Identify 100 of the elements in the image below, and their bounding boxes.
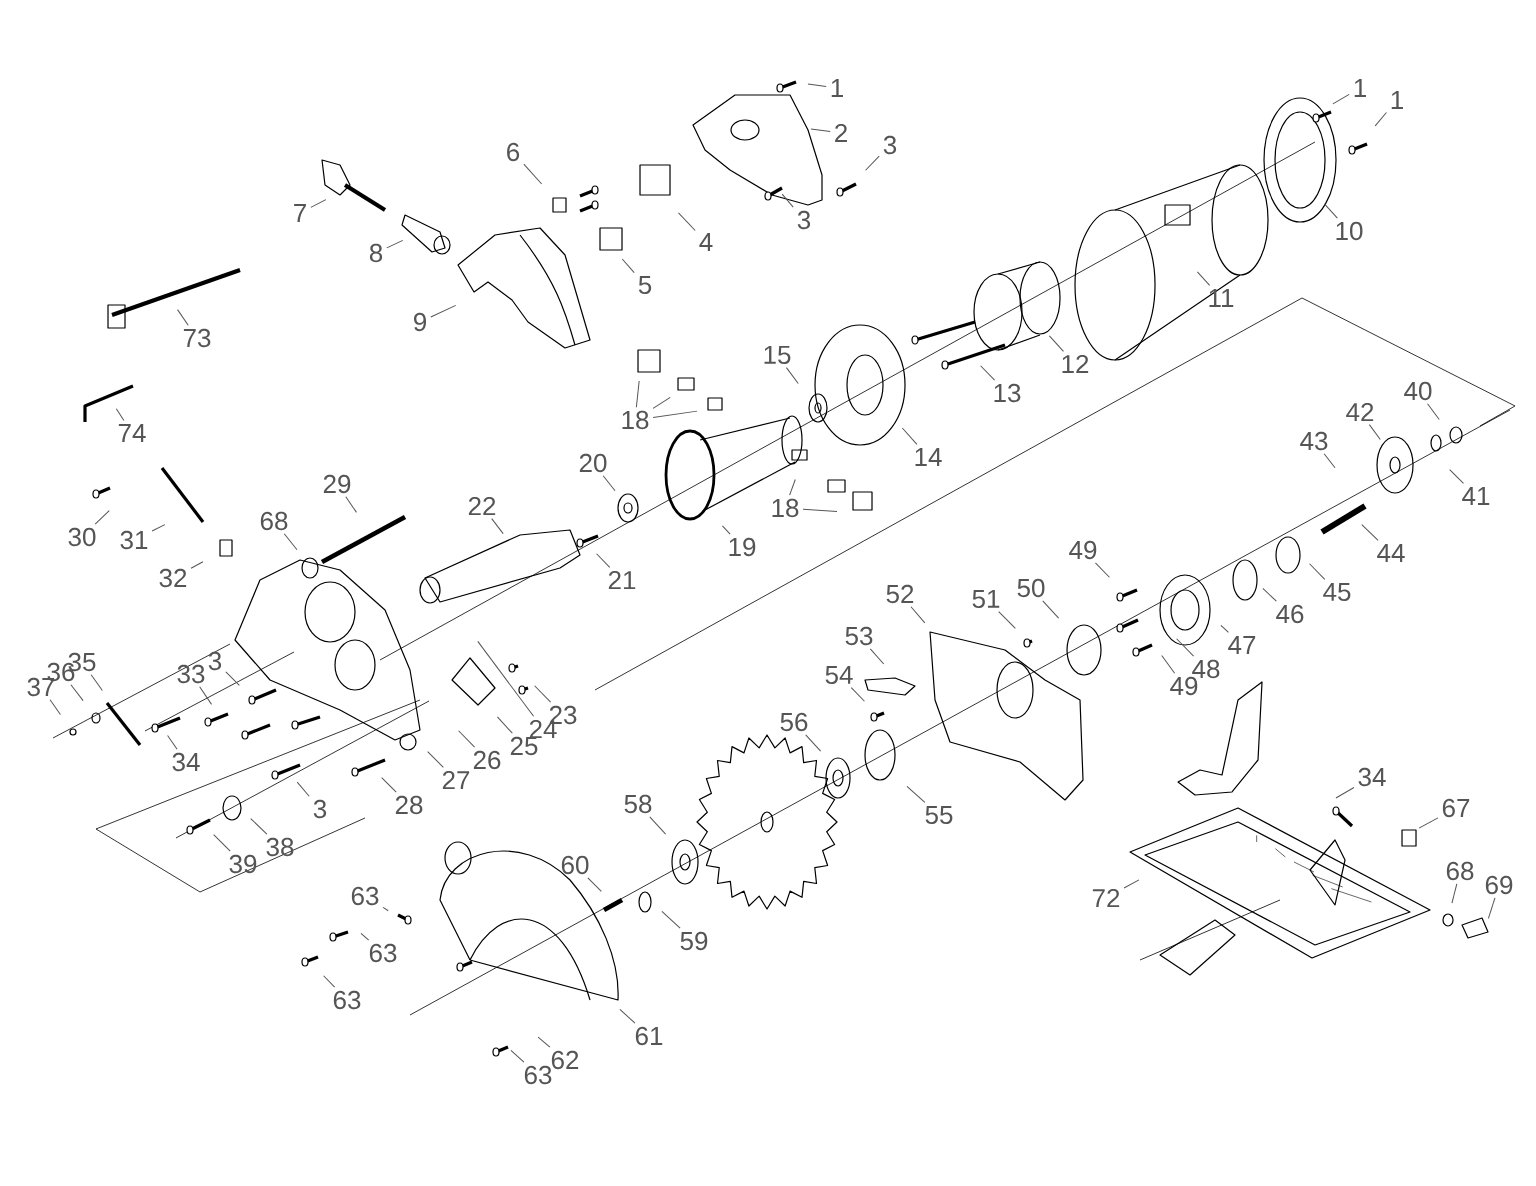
- callout-number: 63: [333, 990, 361, 1010]
- callout-number: 15: [764, 345, 791, 365]
- leader-line: [199, 686, 213, 705]
- callout-number: 28: [395, 795, 423, 815]
- callout-number: 58: [624, 794, 652, 814]
- leader-line: [619, 1008, 636, 1024]
- callout-number: 68: [260, 511, 288, 531]
- leader-line: [1332, 93, 1350, 105]
- leader-line: [310, 199, 327, 208]
- callout-number: 18: [772, 498, 799, 518]
- leader-line: [70, 684, 84, 702]
- leader-line: [90, 674, 103, 691]
- callout-number: 42: [1346, 402, 1374, 422]
- callout-number: 59: [680, 931, 708, 951]
- callout-number: 21: [608, 570, 636, 590]
- leader-line: [213, 834, 231, 852]
- leader-line: [649, 816, 667, 835]
- callout-number: 63: [524, 1065, 552, 1085]
- callout-number: 7: [294, 204, 306, 222]
- callout-number: 20: [579, 453, 607, 473]
- leader-line: [785, 367, 799, 385]
- leader-line: [190, 561, 204, 569]
- leader-line: [1048, 335, 1064, 352]
- leader-line: [523, 163, 543, 185]
- callout-number: 61: [635, 1026, 663, 1046]
- callout-number: 45: [1323, 582, 1351, 602]
- callout-number: 54: [825, 665, 853, 685]
- callout-number: 22: [468, 496, 496, 516]
- leader-line: [283, 533, 298, 551]
- leader-line: [906, 785, 926, 803]
- leader-line: [621, 258, 635, 274]
- callout-number: 34: [1358, 767, 1386, 787]
- leader-line: [115, 408, 125, 421]
- leader-line: [1176, 638, 1195, 657]
- leader-line: [652, 396, 671, 409]
- leader-line: [661, 910, 681, 929]
- callout-number: 10: [1336, 221, 1363, 241]
- leader-line: [1220, 624, 1229, 633]
- leader-line: [1451, 883, 1458, 904]
- callout-number: 46: [1276, 604, 1304, 624]
- callout-number: 63: [351, 886, 379, 906]
- callout-number: 9: [414, 312, 426, 332]
- callout-number: 68: [1446, 861, 1474, 881]
- leader-line: [167, 735, 178, 750]
- callout-number: 44: [1377, 544, 1405, 562]
- leader-line: [587, 877, 602, 892]
- leader-line: [1368, 424, 1381, 441]
- callout-number: 1: [1354, 79, 1366, 97]
- leader-line: [869, 648, 885, 665]
- leader-line: [910, 606, 926, 624]
- callout-number: 49: [1069, 540, 1097, 560]
- callout-number: 3: [313, 799, 327, 819]
- leader-line: [1418, 817, 1439, 829]
- leader-line: [980, 365, 996, 381]
- leader-line: [177, 309, 189, 326]
- callout-number: 69: [1485, 875, 1513, 895]
- callout-number: 56: [780, 712, 808, 732]
- callout-number: 3: [797, 210, 811, 230]
- callout-number: 53: [845, 626, 873, 646]
- leader-line: [1094, 562, 1110, 578]
- callout-number: 34: [172, 752, 200, 772]
- callout-number: 1: [1391, 91, 1403, 109]
- callout-number: 27: [442, 770, 470, 790]
- callout-number: 38: [266, 837, 294, 857]
- callout-number: 43: [1300, 431, 1328, 451]
- leader-line: [781, 193, 794, 208]
- leader-line: [721, 525, 731, 535]
- callout-number: 14: [915, 448, 942, 466]
- leader-line: [427, 751, 444, 768]
- leader-line: [850, 687, 865, 702]
- leader-line: [1487, 897, 1496, 919]
- leader-line: [1427, 403, 1440, 421]
- callout-number: 40: [1404, 381, 1432, 401]
- leader-line: [94, 510, 110, 525]
- leader-line: [1323, 203, 1338, 219]
- leader-line: [1374, 112, 1387, 127]
- leader-line: [807, 83, 827, 88]
- callout-number: 1: [831, 79, 843, 97]
- callout-number: 3: [208, 651, 222, 671]
- leader-line: [1309, 563, 1326, 580]
- leader-line: [635, 380, 640, 408]
- leader-line: [1042, 600, 1060, 619]
- leader-line: [345, 496, 357, 513]
- callout-number: 30: [68, 527, 96, 547]
- callout-number: 55: [925, 805, 953, 825]
- callout-number: 51: [972, 589, 1000, 609]
- callout-number: 26: [473, 750, 501, 770]
- leader-line: [596, 553, 611, 568]
- leader-line: [1335, 787, 1355, 799]
- leader-line: [458, 730, 476, 748]
- callout-number: 60: [561, 855, 589, 875]
- leader-line: [1262, 587, 1277, 602]
- callout-number: 29: [323, 474, 351, 494]
- leader-line: [1196, 271, 1211, 286]
- callout-number: 50: [1017, 578, 1045, 598]
- callout-number: 11: [1209, 289, 1234, 307]
- callout-number: 41: [1462, 487, 1490, 505]
- callout-number: 32: [159, 568, 187, 588]
- leader-line: [381, 777, 397, 793]
- leader-line: [678, 212, 696, 231]
